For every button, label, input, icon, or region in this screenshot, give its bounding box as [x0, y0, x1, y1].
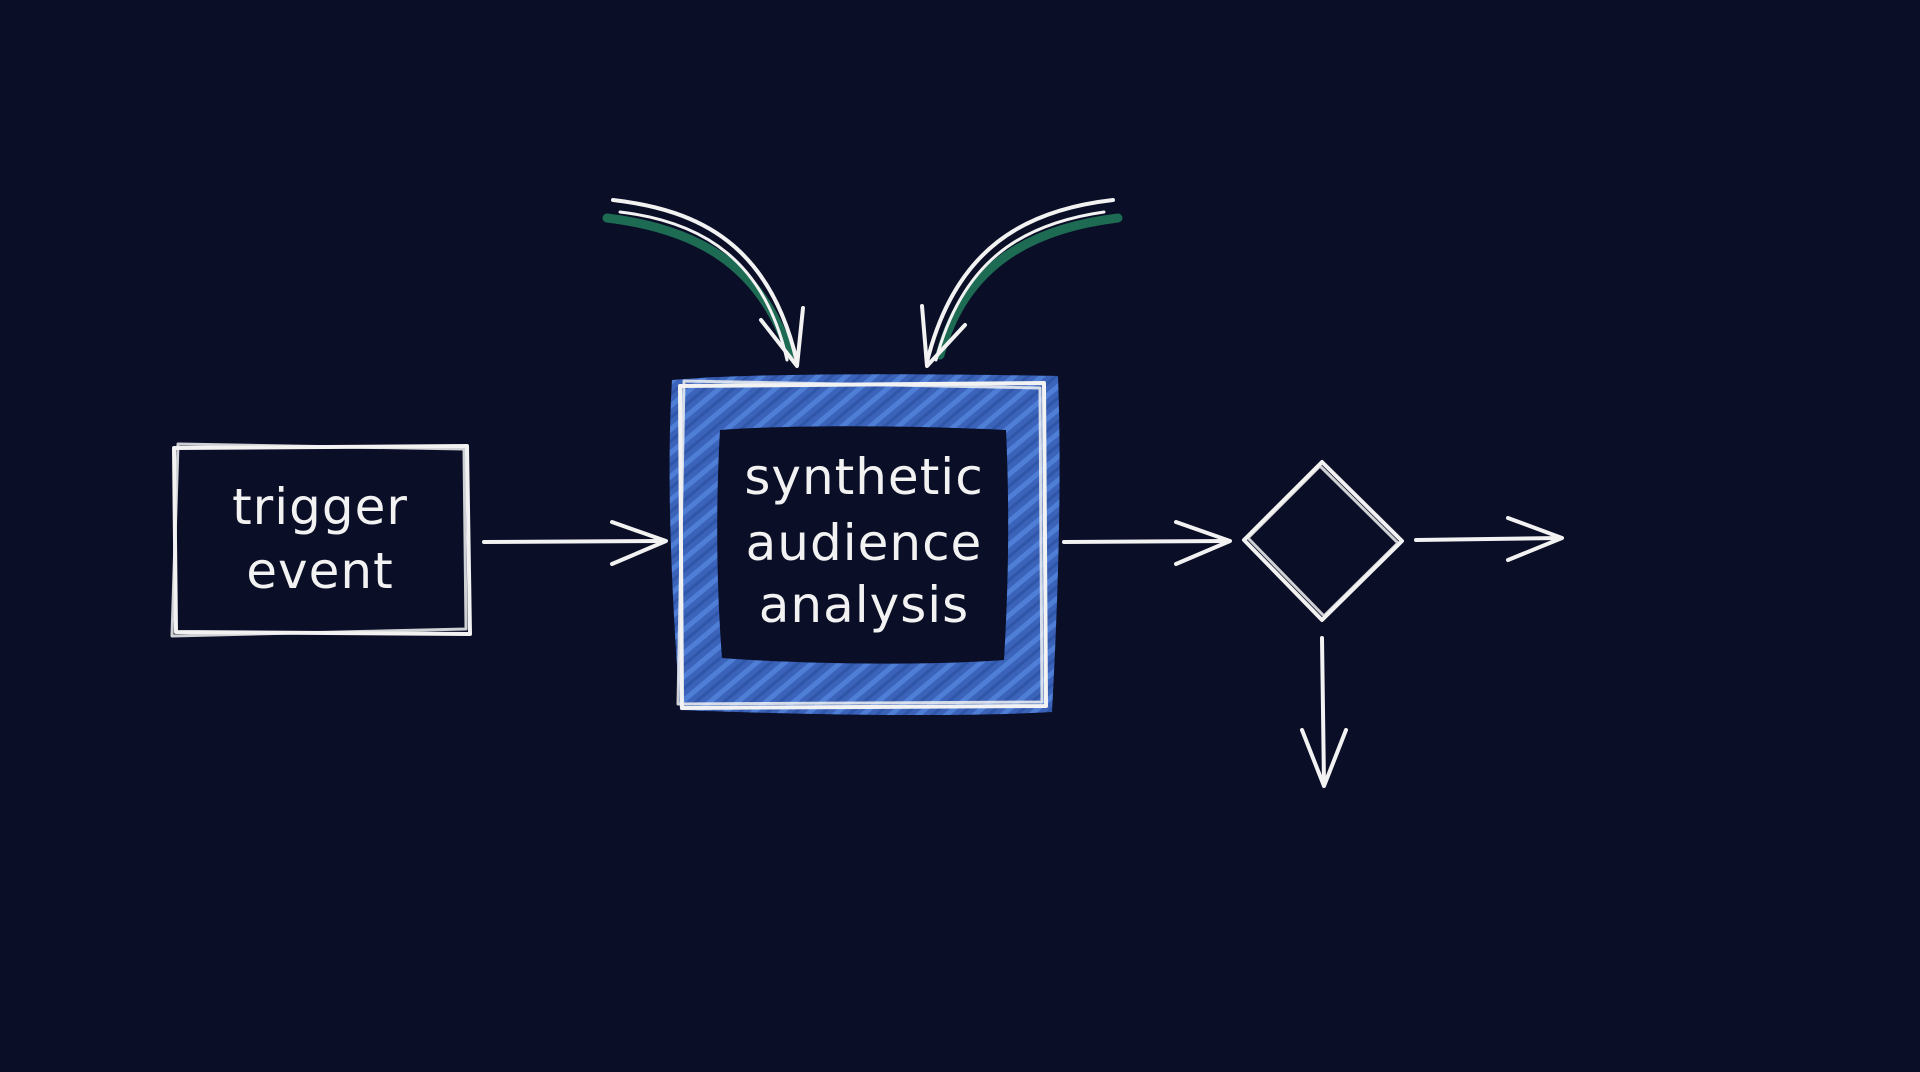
- decision-diamond: [1242, 460, 1404, 622]
- arrow-trigger-to-analysis: [482, 520, 668, 566]
- synthetic-audience-analysis-box: synthetic audience analysis: [669, 374, 1060, 716]
- trigger-event-box: trigger event: [170, 442, 472, 638]
- trigger-label-line-2: event: [246, 542, 393, 600]
- analysis-label-line-2: audience: [746, 514, 983, 572]
- input-arrow-right: [920, 198, 1123, 368]
- arrow-decision-right: [1414, 516, 1564, 562]
- input-arrow-left: [602, 198, 805, 368]
- analysis-label-line-1: synthetic: [744, 448, 983, 506]
- arrow-decision-down: [1300, 636, 1348, 788]
- arrow-analysis-to-decision: [1062, 520, 1232, 566]
- analysis-label-line-3: analysis: [759, 576, 969, 634]
- trigger-label-line-1: trigger: [232, 478, 408, 536]
